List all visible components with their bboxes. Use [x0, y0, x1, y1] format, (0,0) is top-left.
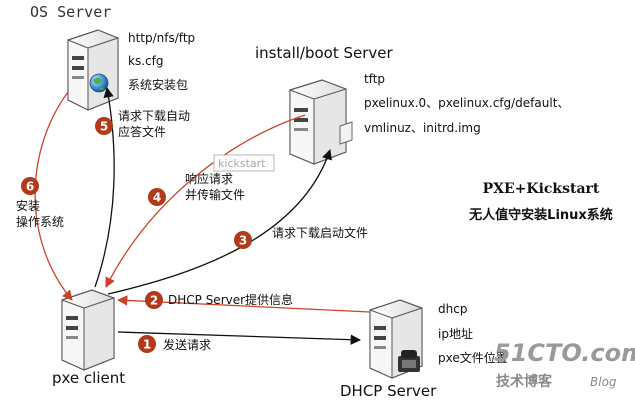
os-server-icon: [67, 29, 119, 111]
install-server-line-2: pxelinux.0、pxelinux.cfg/default、: [364, 96, 569, 110]
dhcp-server-title: DHCP Server: [340, 382, 437, 400]
arrow-step-6: [34, 91, 73, 301]
step-badge-5: 5: [95, 117, 113, 135]
step-badge-2-number: 2: [150, 294, 158, 308]
kickstart-tooltip: kickstart: [213, 154, 275, 172]
arrow-step-4: [105, 114, 306, 288]
step-badge-6: 6: [21, 177, 39, 195]
pxe-client-title: pxe client: [52, 369, 125, 387]
pxe-client-icon: [61, 289, 115, 371]
watermark-brand: 51CTO.com: [494, 339, 635, 367]
step-badge-1-number: 1: [143, 338, 151, 352]
heading-line-2: 无人值守安装Linux系统: [468, 207, 613, 223]
arrow-step-3: [107, 149, 332, 295]
install-server-icon: [289, 79, 353, 165]
step-6-label-line1: 安装: [16, 198, 40, 213]
step-badge-4-number: 4: [153, 191, 161, 205]
step-4-label-line2: 并传输文件: [185, 187, 245, 202]
os-server-title: OS Server: [30, 3, 111, 21]
step-badge-6-number: 6: [26, 180, 34, 194]
arrow-step-5: [94, 86, 115, 288]
dhcp-server-line-3: pxe文件位置: [438, 350, 508, 365]
step-3-label: 请求下载启动文件: [272, 225, 368, 240]
step-2-label: DHCP Server提供信息: [168, 292, 293, 307]
install-server-line-1: tftp: [364, 72, 385, 86]
step-badge-4: 4: [148, 188, 166, 206]
dhcp-server-line-2: ip地址: [438, 327, 473, 341]
watermark-logo: 51CTO.com 技术博客 Blog: [494, 339, 635, 390]
install-server-title: install/boot Server: [255, 44, 393, 62]
phone-icon: [398, 350, 420, 372]
watermark-sub: 技术博客: [496, 373, 553, 390]
heading-line-1: PXE+Kickstart: [483, 181, 600, 197]
kickstart-tooltip-text: kickstart: [218, 157, 266, 170]
watermark-blog: Blog: [590, 375, 617, 389]
step-1-label: 发送请求: [163, 337, 211, 352]
step-badge-5-number: 5: [100, 120, 108, 134]
os-server-line-1: http/nfs/ftp: [128, 31, 195, 45]
os-server-line-3: 系统安装包: [128, 77, 188, 92]
step-6-label-line2: 操作系统: [16, 214, 64, 229]
arrow-step-1: [117, 331, 362, 345]
step-4-label-line1: 响应请求: [185, 171, 233, 186]
step-badge-1: 1: [138, 335, 156, 353]
step-badge-3: 3: [234, 231, 252, 249]
globe-land-icon: [93, 77, 104, 90]
os-server-line-2: ks.cfg: [128, 54, 163, 68]
step-5-label-line2: 应答文件: [118, 124, 166, 139]
dhcp-server-line-1: dhcp: [438, 302, 467, 316]
step-5-label-line1: 请求下载自动: [118, 109, 190, 123]
install-server-line-3: vmlinuz、initrd.img: [364, 121, 481, 135]
step-badge-3-number: 3: [239, 234, 247, 248]
step-badge-2: 2: [145, 291, 163, 309]
